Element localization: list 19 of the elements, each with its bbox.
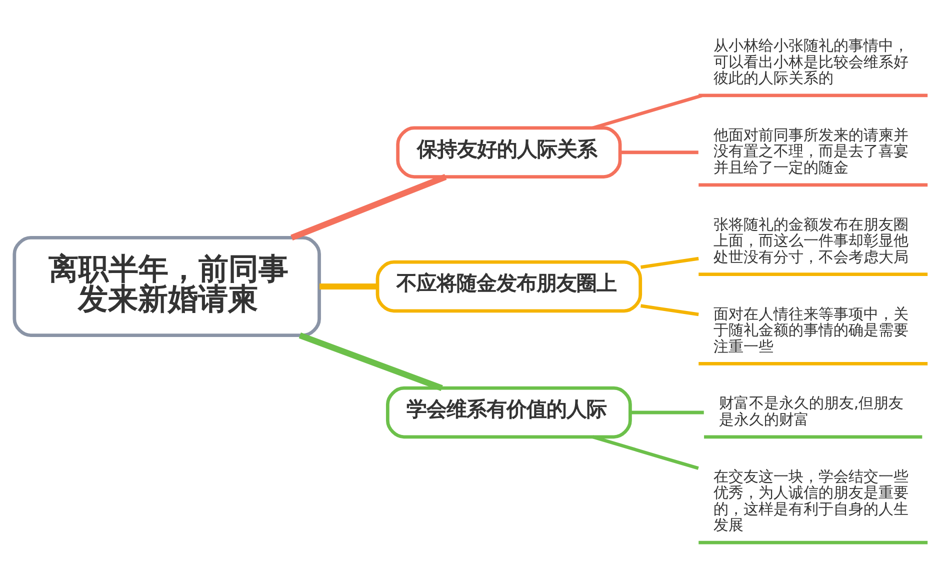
node-text: 从小林给小张随礼的事情中，可以看出小林是比较会维系好彼此的人际关系的 xyxy=(713,36,908,88)
connector xyxy=(592,435,698,470)
connector xyxy=(620,150,698,154)
node-box: 保持友好的人际关系 xyxy=(396,126,622,178)
connector xyxy=(640,304,698,316)
connector xyxy=(592,94,702,130)
node-text: 张将随礼的金额发布在朋友圈上面，而这么一件事却彰显他处世没有分寸，不会考虑大局 xyxy=(713,215,908,266)
connector xyxy=(630,410,704,414)
node-box: 学会维系有价值的人际 xyxy=(385,386,632,439)
node-text: 财富不是永久的朋友,但朋友是永久的财富 xyxy=(718,394,904,428)
node-text: 面对在人情往来等事项中，关于随礼金额的事情的确是需要注重一些 xyxy=(713,304,908,356)
node-text: 在交友这一块，学会结交一些优秀，为人诚信的朋友是重要的，这样是有利于自身的人生发展 xyxy=(713,467,908,534)
node-text: 他面对前同事所发来的请柬并没有置之不理，而是去了喜宴并且给了一定的随金 xyxy=(713,126,908,176)
connector xyxy=(319,283,377,290)
connector xyxy=(640,256,698,269)
connector xyxy=(290,174,446,241)
connector xyxy=(298,332,442,391)
node-box: 不应将随金发布朋友圈上 xyxy=(375,260,642,313)
node-box: 离职半年，前同事发来新婚请柬 xyxy=(12,236,320,337)
